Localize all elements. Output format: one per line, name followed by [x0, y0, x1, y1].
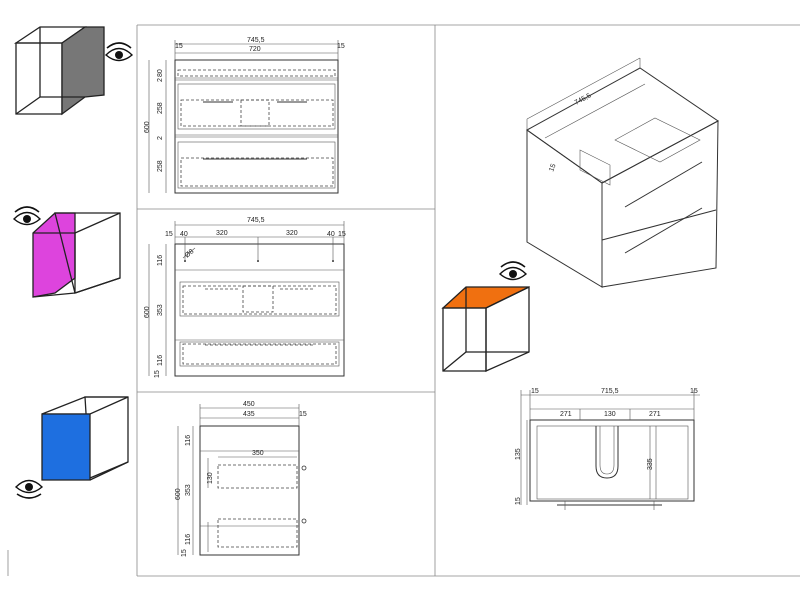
front-drawer-2: 258: [157, 160, 164, 172]
back-side-right: 15: [338, 231, 346, 238]
front-width-inner: 720: [249, 46, 261, 53]
top-view-cube-icon: [441, 285, 530, 372]
eye-icon: [498, 261, 528, 281]
eye-icon: [14, 479, 44, 499]
back-hole-diameter: Ø8: [184, 248, 196, 259]
side-view-drawing: 450 435 15 350 600 116 353 116 15 130: [175, 401, 307, 557]
back-width-total: 745,5: [247, 217, 265, 224]
iso-width: 745,5: [574, 92, 593, 106]
front-side-right: 15: [337, 43, 345, 50]
front-gap-mid: 2: [157, 136, 164, 140]
front-view-drawing: 745,5 720 15 15 600 80 2 258 2 258: [144, 37, 345, 194]
back-bottom-15: 15: [154, 370, 161, 378]
back-view-highlight-face: [32, 212, 76, 298]
top-width-inner: 715,5: [601, 388, 619, 395]
side-bottom-116: 116: [185, 534, 192, 545]
side-depth-total: 450: [243, 401, 255, 408]
panel-dividers: [7, 24, 800, 577]
isometric-cabinet-drawing: 745,5 15: [526, 57, 719, 288]
side-top-116: 116: [185, 435, 192, 446]
back-offset-left: 40: [180, 231, 188, 238]
front-gap-top: 2: [157, 78, 164, 82]
side-view-highlight-face: [41, 413, 91, 481]
side-bottom-15: 15: [181, 549, 188, 557]
top-seg-right: 271: [649, 411, 661, 418]
front-top-80: 80: [157, 69, 164, 77]
top-height-135: 135: [515, 448, 522, 460]
eye-icon: [104, 42, 134, 62]
top-height-335: 335: [647, 458, 654, 470]
back-bottom-116: 116: [157, 355, 164, 366]
side-height-total: 600: [175, 488, 182, 500]
back-top-116: 116: [157, 255, 164, 266]
eye-icon: [12, 206, 42, 226]
side-drawer-130: 130: [207, 472, 214, 484]
front-drawer-1: 258: [157, 102, 164, 114]
top-side-right: 15: [690, 388, 698, 395]
back-view-cube-icon: [32, 212, 121, 298]
top-seg-mid: 130: [604, 411, 616, 418]
back-view-drawing: 745,5 15 40 320 320 40 15 Ø8 600 116 353…: [144, 217, 346, 378]
side-view-cube-icon: [41, 396, 129, 481]
front-width-total: 745,5: [247, 37, 265, 44]
front-view-highlight-face: [61, 26, 105, 116]
top-view-drawing: 15 715,5 15 271 130 271 135 335 15: [515, 388, 700, 510]
side-depth-inner: 435: [243, 411, 255, 418]
side-drawer-depth: 350: [252, 450, 264, 457]
top-side-left: 15: [531, 388, 539, 395]
back-side-left: 15: [165, 231, 173, 238]
top-seg-left: 271: [560, 411, 572, 418]
top-view-highlight-face: [441, 286, 530, 309]
top-bottom-15: 15: [515, 497, 522, 505]
back-mid-353: 353: [157, 304, 164, 316]
front-view-cube-icon: [13, 26, 105, 116]
back-span-left: 320: [216, 230, 228, 237]
front-side-left: 15: [175, 43, 183, 50]
side-mid-353: 353: [185, 484, 192, 496]
back-span-right: 320: [286, 230, 298, 237]
back-offset-right: 40: [327, 231, 335, 238]
iso-height-label: 15: [548, 163, 557, 173]
side-side-right: 15: [299, 411, 307, 418]
front-height-total: 600: [144, 121, 151, 133]
back-height-total: 600: [144, 306, 151, 318]
